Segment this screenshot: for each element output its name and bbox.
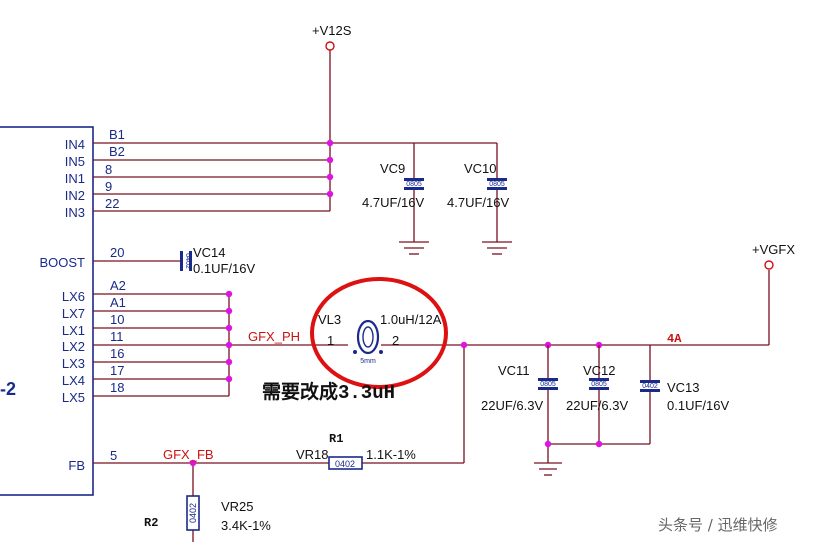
pin-name: LX2: [62, 339, 85, 354]
vr18-tag: R1: [329, 432, 343, 446]
highlight-circle: [310, 277, 448, 389]
capacitor-vc12: 0805: [589, 345, 609, 444]
pin-number: 5: [110, 448, 117, 463]
vr25-ref: VR25: [221, 499, 254, 514]
junction-dot: [326, 173, 334, 181]
pin-number: B2: [109, 144, 125, 159]
vc13-ref: VC13: [667, 380, 700, 395]
input-wires: [93, 50, 498, 212]
pin-name: IN5: [65, 154, 85, 169]
pin-name: LX5: [62, 390, 85, 405]
package-label: 0805: [591, 381, 607, 388]
junction-dot: [225, 375, 233, 383]
package-label: 0805: [406, 181, 422, 188]
package-label: 5mm: [360, 358, 376, 365]
pin-number: 17: [110, 363, 124, 378]
vc9-ref: VC9: [380, 161, 405, 176]
pin-number: 22: [105, 196, 119, 211]
vr25-value: 3.4K-1%: [221, 518, 271, 533]
junction-dot: [544, 440, 552, 448]
vl3-pin2: 2: [392, 333, 399, 348]
vc12-value: 22UF/6.3V: [566, 398, 628, 413]
resistor-vr25: 0402: [186, 495, 200, 531]
vc11-value: 22UF/6.3V: [481, 398, 543, 413]
net-current: 4A: [667, 332, 682, 346]
pin-number: 16: [110, 346, 124, 361]
package-label: 0402: [642, 383, 658, 390]
vc10-value: 4.7UF/16V: [447, 195, 509, 210]
pin-number: 18: [110, 380, 124, 395]
package-label: 0402: [184, 253, 191, 269]
watermark: 头条号 / 迅维快修: [658, 516, 778, 534]
pin-name: LX3: [62, 356, 85, 371]
vc14-ref: VC14: [193, 245, 226, 260]
v12s-power-flag: [325, 41, 335, 51]
pin-number: 11: [110, 329, 124, 344]
pin-number: 20: [110, 245, 124, 260]
junction-dot: [460, 341, 468, 349]
pin-name: BOOST: [39, 255, 85, 270]
vc11-ref: VC11: [498, 363, 530, 378]
pin-number: B1: [109, 127, 125, 142]
capacitor-vc10: 0805: [482, 178, 512, 255]
junction-dot: [225, 307, 233, 315]
junction-dot: [326, 156, 334, 164]
inductor-vl3: 5mm: [353, 319, 548, 365]
pin-number: A1: [110, 295, 126, 310]
ic-suffix: -2: [0, 379, 16, 399]
pin-name: LX1: [62, 323, 85, 338]
pin-number: A2: [110, 278, 126, 293]
package-label: 0402: [188, 503, 198, 523]
pin-name: IN1: [65, 171, 85, 186]
pin-name: IN4: [65, 137, 85, 152]
capacitor-vc9: 0805: [399, 178, 429, 255]
vc13-value: 0.1UF/16V: [667, 398, 729, 413]
output-rail: [463, 270, 770, 463]
lx-wires: [93, 293, 348, 397]
pin-name: IN2: [65, 188, 85, 203]
vgfx-power-flag: [764, 260, 774, 270]
junction-dot: [225, 358, 233, 366]
v12s-label: +V12S: [312, 23, 352, 38]
package-label: 0402: [335, 459, 355, 469]
junction-dot: [225, 341, 233, 349]
vgfx-label: +VGFX: [752, 242, 795, 257]
junction-dot: [189, 459, 197, 467]
vr18-ref: VR18: [296, 447, 329, 462]
junction-dot: [225, 290, 233, 298]
capacitor-vc13: 0402: [640, 345, 660, 444]
pin-number: 10: [110, 312, 124, 327]
pin-name: LX6: [62, 289, 85, 304]
vc14-value: 0.1UF/16V: [193, 261, 255, 276]
net-gfx-ph: GFX_PH: [248, 329, 300, 344]
junction-dot: [225, 324, 233, 332]
capacitor-vc14: 0402: [180, 251, 192, 271]
pin-name: IN3: [65, 205, 85, 220]
pin-name: LX7: [62, 306, 85, 321]
fb-wires: [93, 462, 464, 542]
pin-number: 9: [105, 179, 112, 194]
package-label: 0805: [489, 181, 505, 188]
vl3-pin1: 1: [327, 333, 334, 348]
vr25-tag: R2: [144, 516, 158, 530]
resistor-vr18: 0402: [328, 456, 363, 470]
junction-dot: [326, 139, 334, 147]
package-label: 0805: [540, 381, 556, 388]
pin-name: LX4: [62, 373, 85, 388]
vc12-ref: VC12: [583, 363, 616, 378]
pin-number: 8: [105, 162, 112, 177]
ground-bus: [534, 443, 650, 476]
modify-note: 需要改成3.3uH: [262, 380, 395, 404]
junction-dot: [326, 190, 334, 198]
vc9-value: 4.7UF/16V: [362, 195, 424, 210]
junction-dot: [595, 440, 603, 448]
net-gfx-fb: GFX_FB: [163, 447, 214, 462]
vl3-value: 1.0uH/12A: [380, 312, 442, 327]
pin-name: FB: [68, 458, 85, 473]
vr18-value: 1.1K-1%: [366, 447, 416, 462]
vl3-ref: VL3: [318, 312, 341, 327]
capacitor-vc11: 0805: [538, 345, 558, 463]
vc10-ref: VC10: [464, 161, 497, 176]
